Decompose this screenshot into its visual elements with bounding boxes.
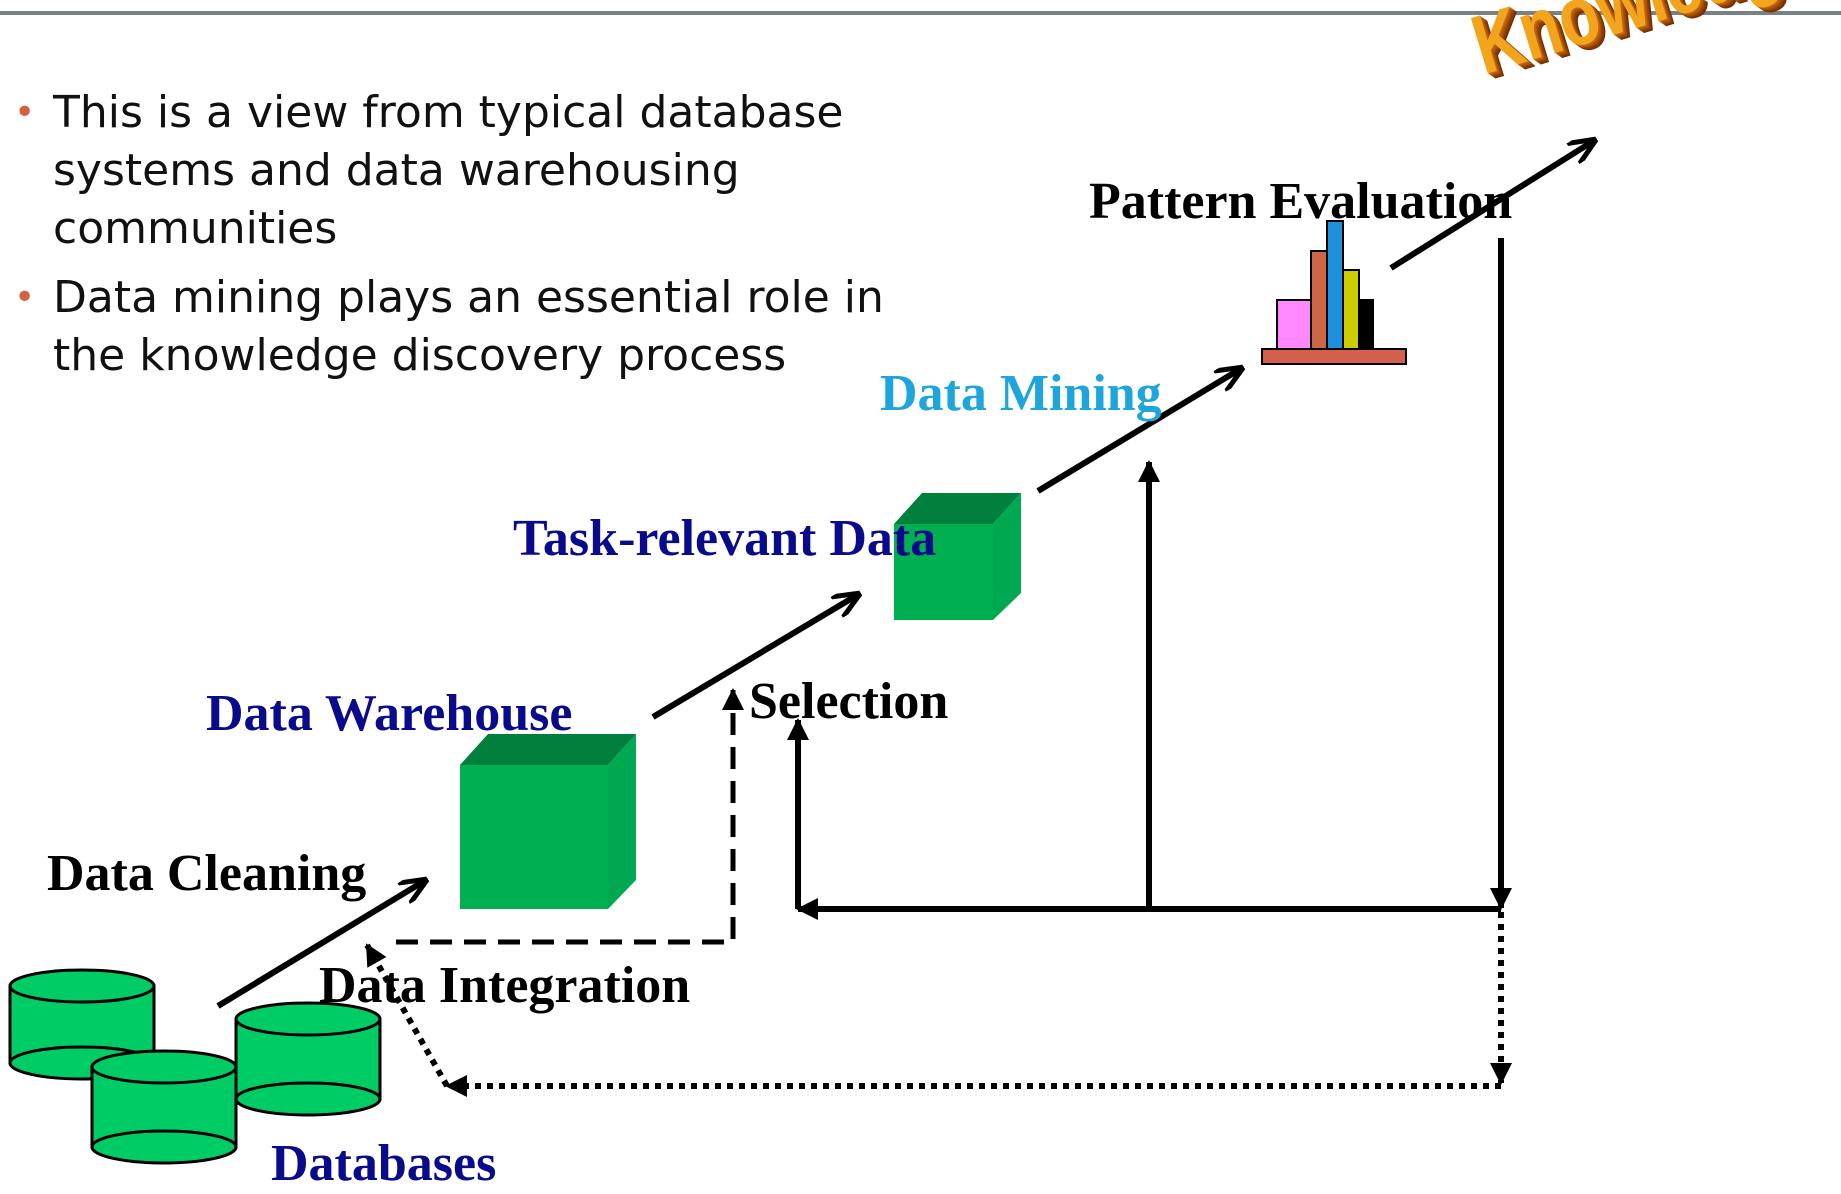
bullet-dot-icon: • [14, 92, 36, 133]
bullet-list: • This is a view from typical database sy… [14, 84, 894, 396]
bullet-item: • This is a view from typical database sy… [14, 84, 894, 258]
data-warehouse-cube [460, 734, 636, 909]
label-data-warehouse: Data Warehouse [206, 685, 573, 742]
label-data-cleaning: Data Cleaning [47, 845, 367, 902]
top-rule [0, 11, 1841, 15]
arrow-task-data-to-mining [1036, 368, 1242, 494]
label-selection: Selection [749, 673, 949, 730]
bullet-dot-icon: • [14, 277, 36, 318]
arrow-evaluation-to-knowledge [1389, 140, 1595, 271]
integration-dashed-path [396, 688, 744, 945]
database-cylinder [234, 1001, 382, 1117]
bullet-text: Data mining plays an essential role in t… [53, 272, 884, 381]
arrow-warehouse-to-task-data [651, 594, 859, 720]
label-data-integration: Data Integration [319, 957, 691, 1014]
bullet-text: This is a view from typical database sys… [53, 87, 844, 254]
label-data-mining: Data Mining [880, 365, 1162, 422]
task-relevant-data-cube [894, 493, 1021, 620]
arrow-databases-to-cleaning [216, 880, 426, 1009]
label-databases: Databases [271, 1135, 497, 1192]
label-task-relevant-data: Task-relevant Data [513, 510, 937, 567]
dotted-to-integration-line [364, 943, 450, 1088]
database-cylinder [90, 1049, 238, 1165]
bar-chart-icon [1261, 220, 1407, 365]
label-pattern-evaluation: Pattern Evaluation [1089, 173, 1513, 230]
bullet-item: • Data mining plays an essential role in … [14, 269, 894, 385]
